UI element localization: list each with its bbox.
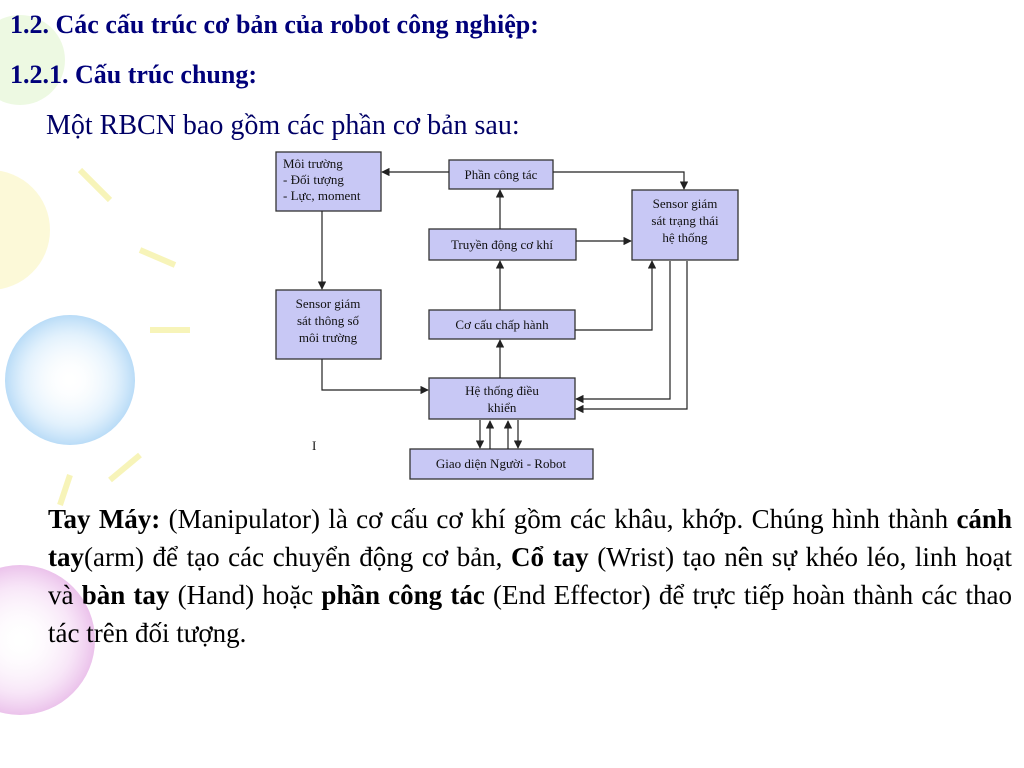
arrow-sensor-to-control-2 [575,261,688,414]
arrow-effector-to-sensor [553,171,689,190]
sensor-state-box: Sensor giám sát trạng thái hệ thống [631,189,739,261]
sensor-env-line-1: Sensor giám [296,296,361,311]
hmi-label: Giao diện Người - Robot [436,456,567,471]
term-end-effector: phần công tác [321,580,485,610]
paragraph-part-10: (End Effector) để trực tiếp hoàn thành c… [48,580,1012,648]
bubble-green [0,15,65,105]
transmission-box: Truyền động cơ khí [428,228,577,261]
sensor-state-line-3: hệ thống [662,230,708,245]
arrow-sensor-env-to-control [321,359,429,395]
term-arm: cánh tay [48,504,1012,572]
diagram-arrows [317,167,689,449]
paragraph-part-6: (Wrist) tạo nên sự khéo léo, linh hoạt v… [48,542,1012,610]
manipulator-paragraph: Tay Máy: (Manipulator) là cơ cấu cơ khí … [48,500,1012,652]
bubble-blue [5,315,135,445]
term-wrist: Cổ tay [511,542,589,572]
sensor-env-line-3: môi trường [299,330,358,345]
sun-rays [57,167,190,506]
paragraph-part-2: (Manipulator) là cơ cấu cơ khí gồm các k… [160,504,957,534]
sensor-state-line-2: sát trạng thái [651,213,719,228]
end-effector-label: Phần công tác [465,167,538,182]
env-line-1: Môi trường [283,156,343,171]
term-manipulator: Tay Máy: [48,504,161,534]
control-line-2: khiển [488,400,517,415]
bubble-pink [0,565,95,715]
control-system-box: Hệ thống điều khiển [428,377,576,420]
sensor-env-box: Sensor giám sát thông số môi trường [275,289,382,360]
arrow-actuator-to-sensor [575,260,657,331]
sensor-state-line-1: Sensor giám [653,196,718,211]
env-line-2: - Đối tượng [283,172,344,187]
section-heading: 1.2. Các cấu trúc cơ bản của robot công … [10,10,539,39]
term-hand: bàn tay [81,580,170,610]
env-line-3: - Lực, moment [283,188,361,203]
stray-mark: I [312,438,316,453]
environment-box: Môi trường - Đối tượng - Lực, moment [275,151,382,212]
sensor-env-line-2: sát thông số [297,313,360,328]
actuator-box: Cơ cấu chấp hành [428,309,576,340]
transmission-label: Truyền động cơ khí [451,237,553,252]
control-line-1: Hệ thống điều [465,383,539,398]
hmi-box: Giao diện Người - Robot [409,448,594,480]
subsection-heading: 1.2.1. Cấu trúc chung: [10,60,258,89]
paragraph-part-8: (Hand) hoặc [169,580,322,610]
intro-text: Một RBCN bao gồm các phần cơ bản sau: [46,110,520,141]
paragraph-part-4: (arm) để tạo các chuyển động cơ bản, [84,542,512,572]
actuator-label: Cơ cấu chấp hành [455,317,549,332]
bubble-yellow [0,170,50,290]
end-effector-box: Phần công tác [448,159,554,190]
arrow-sensor-to-control-1 [575,261,671,404]
